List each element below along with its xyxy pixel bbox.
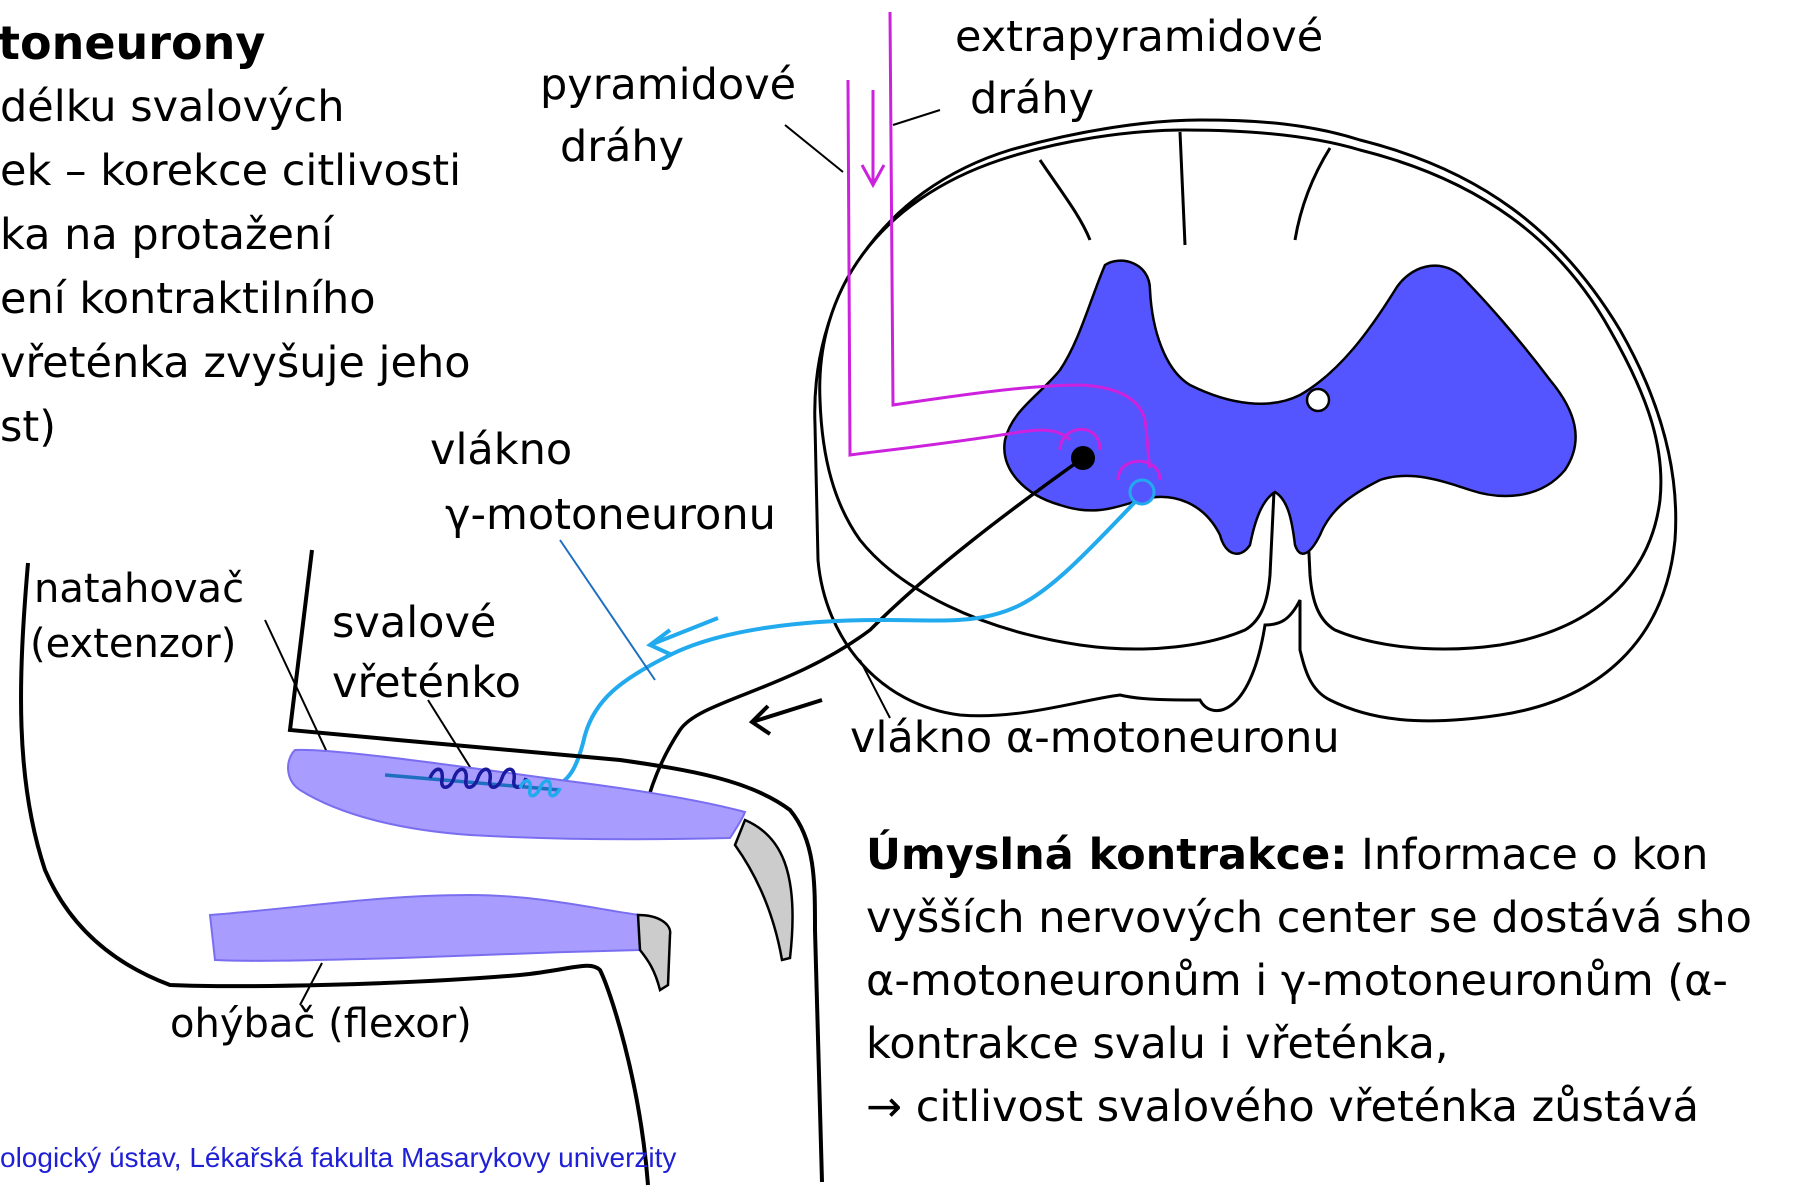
label-spindle-2: vřeténko bbox=[332, 658, 521, 710]
label-spindle-1: svalové bbox=[332, 598, 496, 650]
footer-institution: ologický ústav, Lékařská fakulta Masaryk… bbox=[0, 1142, 676, 1174]
label-alpha-fiber: vlákno α-motoneuronu bbox=[850, 713, 1340, 765]
descending-arrow bbox=[862, 90, 884, 185]
left-line-5: vřeténka zvyšuje jeho bbox=[0, 338, 471, 390]
extensor-muscle bbox=[288, 750, 745, 839]
label-pyramidal-1: pyramidové bbox=[540, 60, 796, 112]
bottom-line-4: kontrakce svalu i vřeténka, bbox=[866, 1019, 1449, 1071]
alpha-direction-arrow bbox=[752, 700, 822, 734]
label-gamma-fiber-2: γ-motoneuronu bbox=[445, 490, 776, 542]
label-flexor: ohýbač (flexor) bbox=[170, 1000, 472, 1048]
bottom-line-5: → citlivost svalového vřeténka zůstává bbox=[866, 1082, 1699, 1134]
gamma-motoneuron-body bbox=[1130, 480, 1154, 504]
left-line-2: ek – korekce citlivosti bbox=[0, 146, 461, 198]
left-line-4: ení kontraktilního bbox=[0, 274, 376, 326]
left-line-6: st) bbox=[0, 402, 56, 454]
bottom-line-3: α-motoneuronům i γ-motoneuronům (α- bbox=[866, 956, 1728, 1008]
left-line-3: ka na protažení bbox=[0, 210, 333, 262]
flexor-muscle bbox=[210, 895, 640, 961]
bottom-line-1: Úmyslná kontrakce: Informace o kon bbox=[866, 830, 1708, 882]
bottom-line-1-rest: Informace o kon bbox=[1348, 830, 1709, 880]
left-heading: toneurony bbox=[0, 16, 265, 71]
label-extrapyramidal-2: dráhy bbox=[970, 74, 1094, 126]
label-pyramidal-2: dráhy bbox=[560, 122, 684, 174]
label-gamma-fiber-1: vlákno bbox=[430, 425, 572, 477]
label-extensor-2: (extenzor) bbox=[30, 620, 236, 668]
extensor-tendon bbox=[735, 820, 793, 960]
bottom-line-2: vyšších nervových center se dostává sho bbox=[866, 893, 1752, 945]
gamma-fiber-leader bbox=[560, 540, 655, 680]
bottom-bold-lead: Úmyslná kontrakce: bbox=[866, 830, 1348, 880]
pyramidal-leader bbox=[785, 125, 843, 172]
left-line-1: délku svalových bbox=[0, 82, 344, 134]
flexor-tendon bbox=[638, 915, 670, 990]
label-extrapyramidal-1: extrapyramidové bbox=[955, 12, 1323, 64]
central-canal bbox=[1307, 389, 1329, 411]
label-extensor-1: natahovač bbox=[34, 565, 244, 613]
extrapyramidal-leader bbox=[893, 110, 940, 125]
